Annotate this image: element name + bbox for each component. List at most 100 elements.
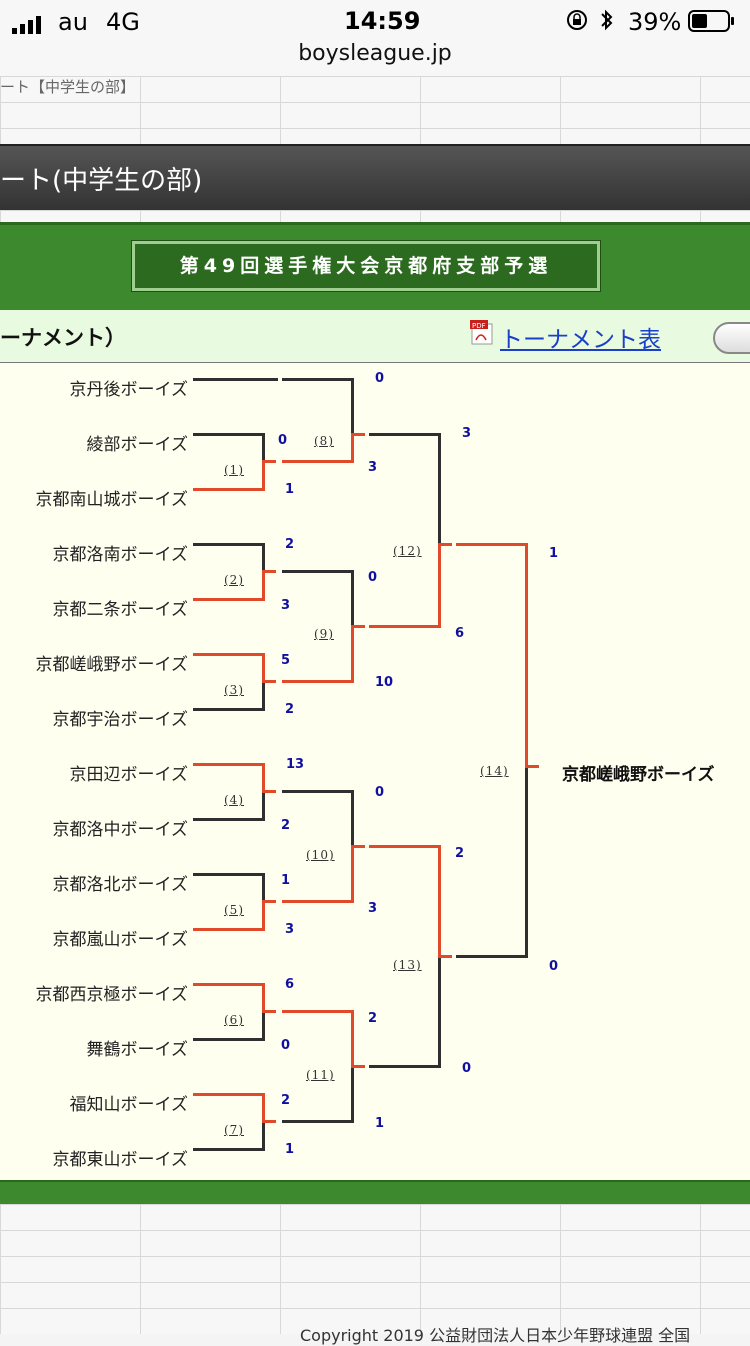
bracket-line — [193, 818, 265, 821]
bracket-line — [193, 488, 265, 491]
bracket-line — [262, 653, 265, 684]
team-name[interactable]: 京都宇治ボーイズ — [52, 710, 189, 730]
score: 2 — [285, 702, 295, 717]
team-name[interactable]: 福知山ボーイズ — [69, 1095, 189, 1115]
tournament-banner: 第49回選手権大会京都府支部予選 — [0, 222, 750, 313]
bracket-line — [351, 378, 354, 435]
url-text: boysleague.jp — [298, 41, 452, 66]
bracket-line — [525, 765, 539, 768]
section-bar: ーナメント） PDF トーナメント表 — [0, 310, 750, 363]
breadcrumb[interactable]: ート【中学生の部】 — [0, 78, 136, 96]
team-name[interactable]: 京都嵐山ボーイズ — [52, 930, 189, 950]
match-label: (11) — [306, 1068, 335, 1082]
breadcrumb-bar: ート【中学生の部】 — [0, 76, 750, 144]
bracket-line — [351, 570, 354, 628]
bracket-line — [351, 433, 354, 463]
url-bar[interactable]: boysleague.jp — [0, 40, 750, 76]
toggle-button[interactable] — [713, 322, 750, 354]
score: 10 — [375, 675, 394, 690]
bracket-line — [438, 543, 441, 628]
bracket-line — [193, 433, 265, 436]
team-name[interactable]: 京都西京極ボーイズ — [35, 985, 189, 1005]
bracket-line — [193, 598, 265, 601]
bracket-line — [262, 1120, 276, 1123]
bracket-line — [193, 378, 278, 381]
score: 5 — [281, 653, 291, 668]
match-label: (4) — [224, 793, 244, 807]
team-name[interactable]: 京都洛北ボーイズ — [52, 875, 189, 895]
match-label: (13) — [393, 958, 422, 972]
score: 3 — [285, 922, 295, 937]
team-name[interactable]: 京都南山城ボーイズ — [35, 490, 189, 510]
score: 1 — [549, 546, 559, 561]
bracket-line — [262, 900, 265, 931]
score: 1 — [285, 1142, 295, 1157]
team-name[interactable]: 綾部ボーイズ — [86, 435, 189, 455]
score: 3 — [368, 460, 378, 475]
bracket-line — [369, 433, 441, 436]
bracket-line — [193, 1148, 265, 1151]
bracket-line — [282, 460, 354, 463]
score: 0 — [281, 1038, 291, 1053]
bracket-line — [193, 873, 265, 876]
score: 0 — [368, 570, 378, 585]
bracket-line — [282, 1010, 354, 1013]
bracket-line — [262, 1013, 265, 1041]
score: 1 — [281, 873, 291, 888]
team-name[interactable]: 京丹後ボーイズ — [69, 380, 189, 400]
bracket-line — [351, 1065, 365, 1068]
score: 6 — [285, 977, 295, 992]
bracket-line — [262, 570, 276, 573]
match-label: (12) — [393, 544, 422, 558]
bracket-line — [262, 460, 265, 491]
score: 0 — [375, 371, 385, 386]
match-label: (8) — [314, 434, 334, 448]
bracket-line — [351, 845, 354, 903]
score: 2 — [368, 1011, 378, 1026]
pdf-link[interactable]: トーナメント表 — [500, 327, 661, 353]
bracket-line — [262, 570, 265, 601]
team-name[interactable]: 舞鶴ボーイズ — [86, 1040, 189, 1060]
bracket-line — [262, 900, 276, 903]
team-name[interactable]: 京都洛中ボーイズ — [52, 820, 189, 840]
match-label: (6) — [224, 1013, 244, 1027]
team-name[interactable]: 京都嵯峨野ボーイズ — [35, 655, 189, 675]
pdf-icon-label: PDF — [472, 322, 486, 330]
bracket-line — [438, 958, 441, 1068]
tournament-title-box: 第49回選手権大会京都府支部予選 — [132, 241, 600, 291]
bracket-line — [369, 625, 441, 628]
score: 3 — [281, 598, 291, 613]
bracket-line — [282, 680, 354, 683]
score: 3 — [368, 901, 378, 916]
bracket-line — [262, 1123, 265, 1151]
bracket-line — [262, 790, 276, 793]
match-label: (3) — [224, 683, 244, 697]
team-name[interactable]: 京都東山ボーイズ — [52, 1150, 189, 1170]
score: 0 — [549, 959, 559, 974]
team-name[interactable]: 京都洛南ボーイズ — [52, 545, 189, 565]
bracket-line — [193, 983, 265, 986]
battery-percent: 39% — [628, 8, 682, 36]
bracket-line — [456, 955, 528, 958]
bottom-band — [0, 1180, 750, 1204]
score: 0 — [278, 433, 288, 448]
match-label: (5) — [224, 903, 244, 917]
bracket-line — [351, 1010, 354, 1068]
match-label: (7) — [224, 1123, 244, 1137]
page-header: ート(中学生の部) — [0, 144, 750, 212]
bracket-line — [193, 1038, 265, 1041]
team-name[interactable]: 京田辺ボーイズ — [69, 765, 189, 785]
champion-name[interactable]: 京都嵯峨野ボーイズ — [562, 765, 715, 785]
match-label: (10) — [306, 848, 335, 862]
signal-icon — [12, 12, 48, 40]
bracket-line — [351, 625, 365, 628]
pdf-icon: PDF — [470, 320, 498, 350]
team-name[interactable]: 京都二条ボーイズ — [52, 600, 189, 620]
bracket-line — [193, 928, 265, 931]
copyright: Copyright 2019 公益財団法人日本少年野球連盟 全国 — [300, 1326, 691, 1345]
score: 13 — [286, 757, 305, 772]
bracket-line — [438, 955, 452, 958]
bracket-line — [262, 1010, 276, 1013]
match-label: (9) — [314, 627, 334, 641]
battery-icon — [688, 10, 736, 38]
